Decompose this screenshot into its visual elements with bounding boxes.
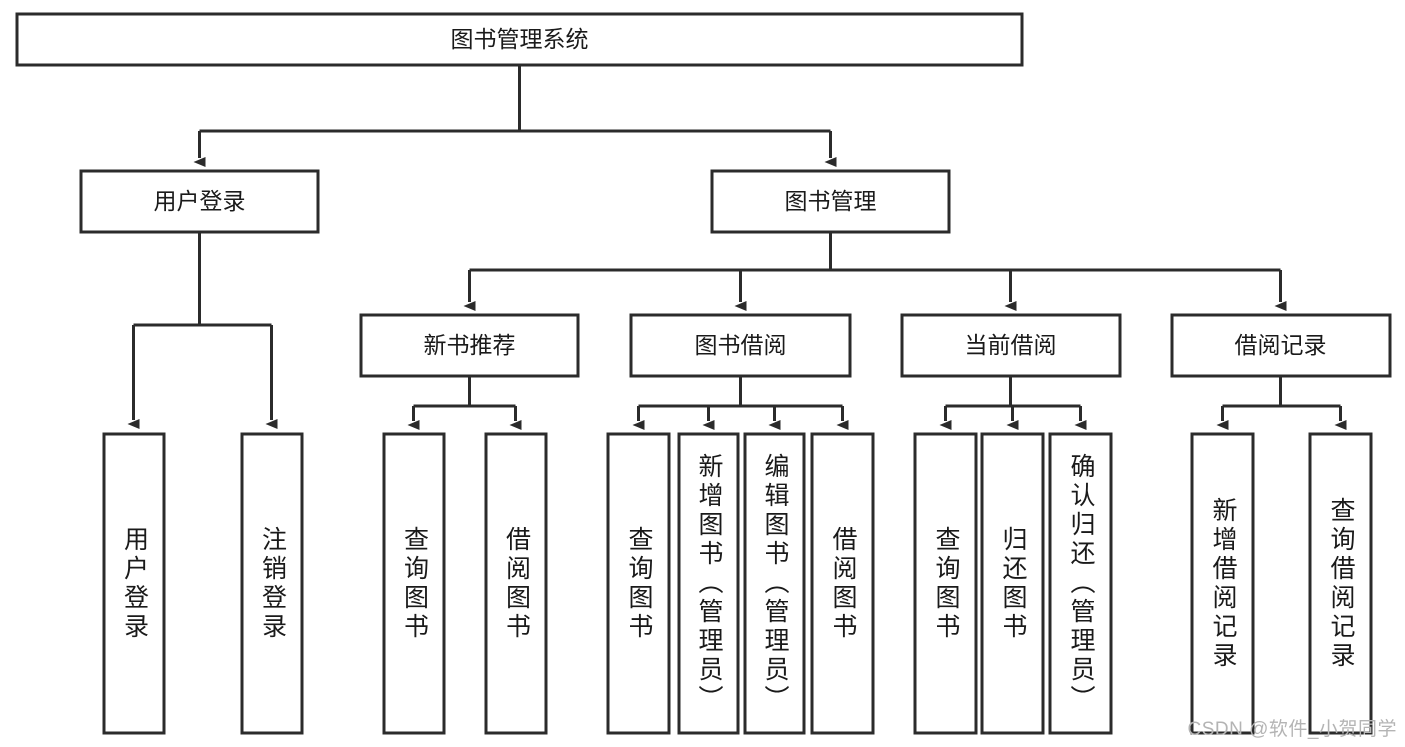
leaf-box-new-book-1[interactable] (382, 432, 446, 735)
node-book-borrow-label: 图书借阅 (695, 332, 787, 358)
node-book-manage-box (710, 169, 951, 234)
leaf-box-current-borrow-1[interactable] (913, 432, 978, 735)
node-new-book-label: 新书推荐 (424, 332, 516, 358)
node-borrow-record-box (1170, 313, 1392, 378)
node-book-borrow[interactable]: 图书借阅 (629, 313, 852, 378)
connector-layer (127, 65, 1347, 430)
leaf-box-book-borrow-3[interactable] (743, 432, 806, 735)
leaf-box-borrow-record-2[interactable] (1308, 432, 1373, 735)
node-book-manage-label: 图书管理 (785, 188, 877, 214)
node-user-login-box (79, 169, 320, 234)
leaf-box-current-borrow-2[interactable] (980, 432, 1045, 735)
node-book-borrow-box (629, 313, 852, 378)
leaf-box-user-login-2[interactable] (240, 432, 304, 735)
node-borrow-record-label: 借阅记录 (1235, 332, 1327, 358)
node-root[interactable]: 图书管理系统 (15, 12, 1024, 67)
node-new-book-box (359, 313, 580, 378)
node-new-book[interactable]: 新书推荐 (359, 313, 580, 378)
node-borrow-record[interactable]: 借阅记录 (1170, 313, 1392, 378)
node-current-borrow-box (900, 313, 1122, 378)
leaf-box-current-borrow-3[interactable] (1048, 432, 1113, 735)
leaf-box-user-login-1[interactable] (102, 432, 166, 735)
leaf-box-book-borrow-2[interactable] (677, 432, 740, 735)
watermark-text: CSDN @软件_小贺同学 (1187, 719, 1397, 740)
node-current-borrow[interactable]: 当前借阅 (900, 313, 1122, 378)
node-root-label: 图书管理系统 (451, 26, 589, 52)
node-user-login[interactable]: 用户登录 (79, 169, 320, 234)
leaf-box-new-book-2[interactable] (484, 432, 548, 735)
node-book-manage[interactable]: 图书管理 (710, 169, 951, 234)
node-user-login-label: 用户登录 (154, 188, 246, 214)
leaf-box-borrow-record-1[interactable] (1190, 432, 1255, 735)
node-root-box (15, 12, 1024, 67)
node-current-borrow-label: 当前借阅 (965, 332, 1057, 358)
leaf-box-book-borrow-1[interactable] (606, 432, 671, 735)
leaf-box-book-borrow-4[interactable] (810, 432, 875, 735)
